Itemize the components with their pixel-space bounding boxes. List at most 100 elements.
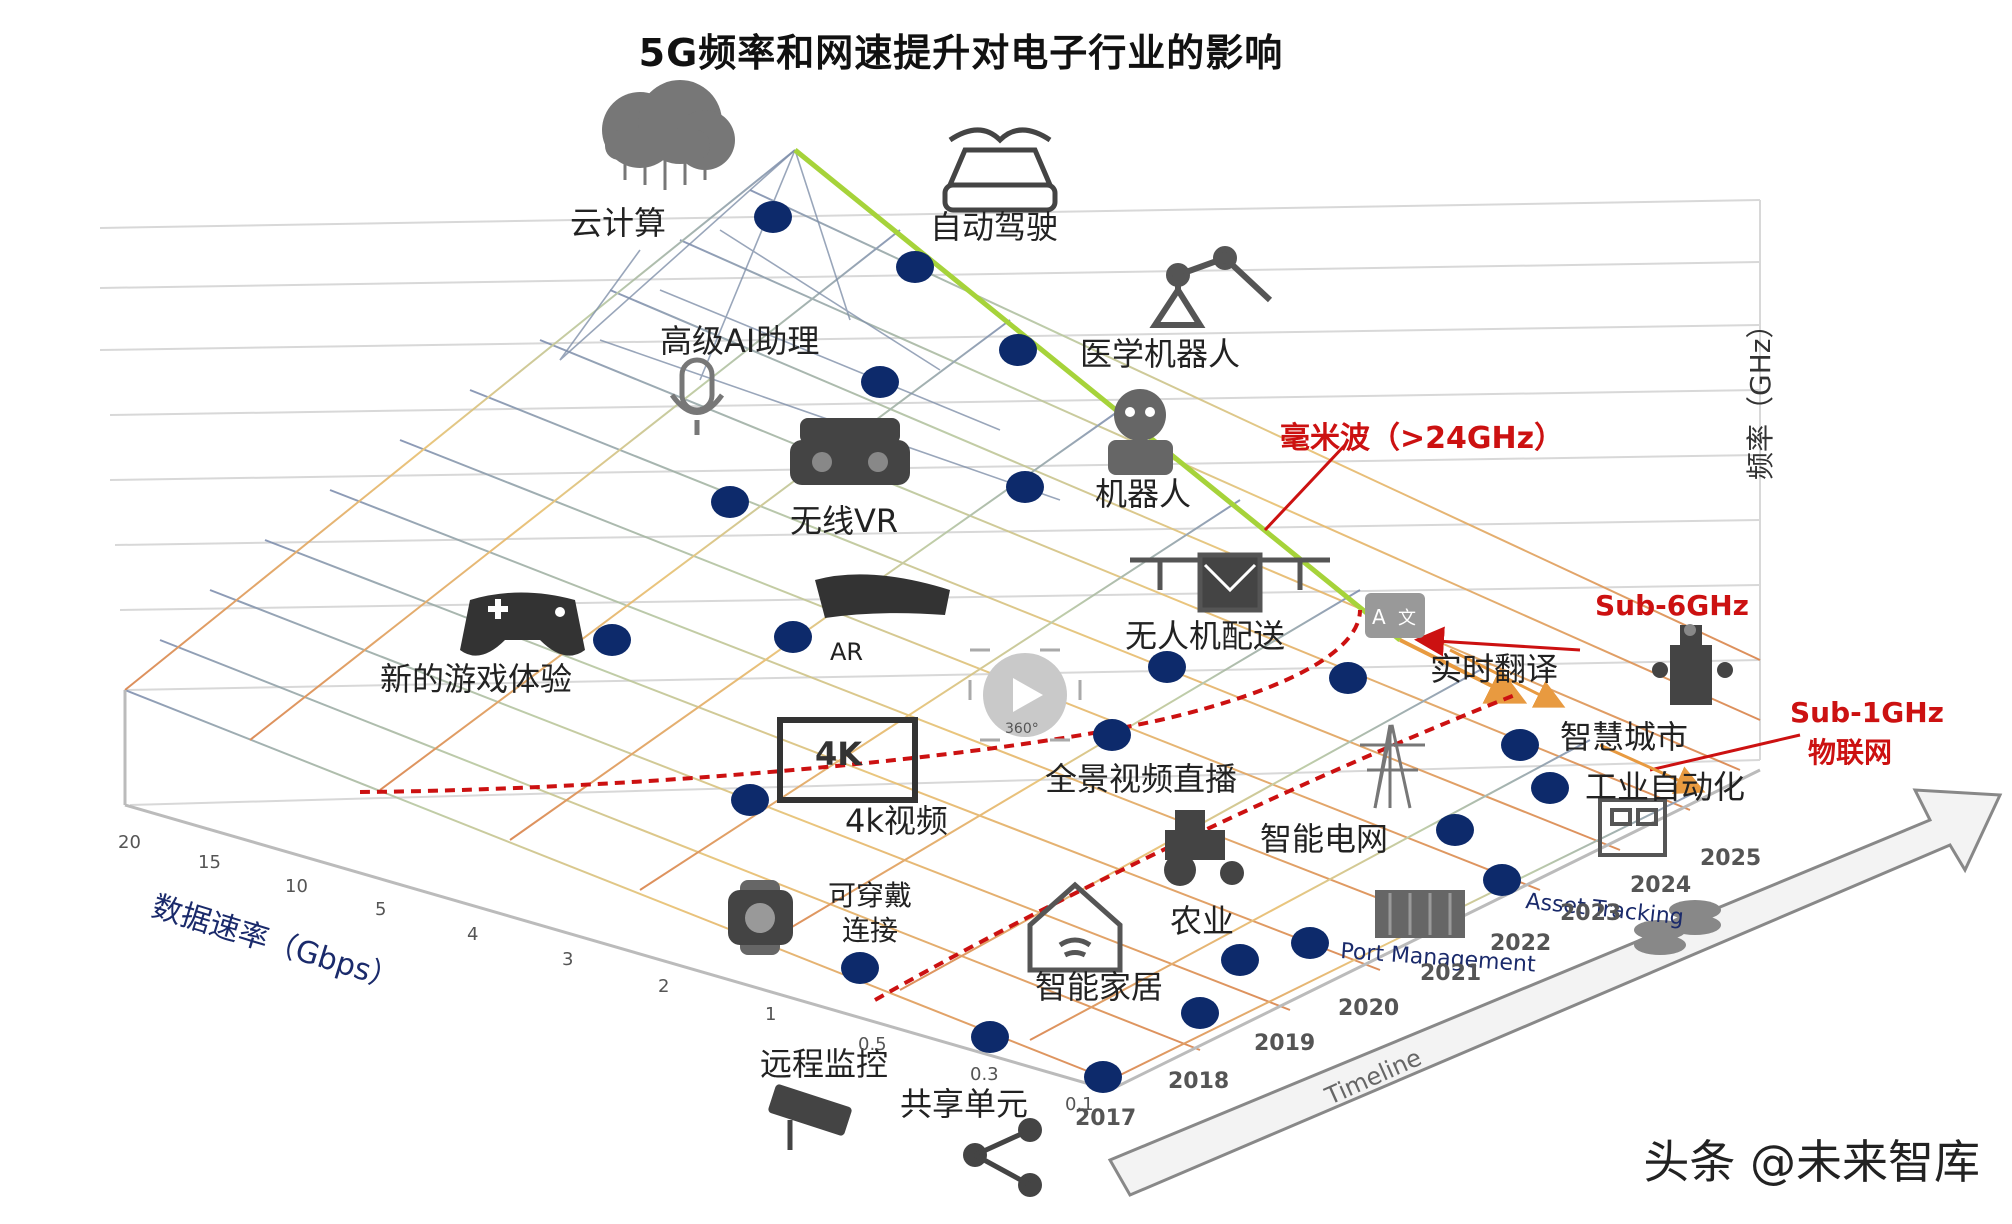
x-tick-8: 0.5 <box>858 1034 887 1055</box>
year-2017: 2017 <box>1075 1106 1136 1131</box>
x-tick-9: 0.3 <box>970 1064 999 1085</box>
x-ticks: 20 15 10 5 4 3 2 1 0.5 0.3 0.1 <box>118 832 1094 1115</box>
label-drone: 无人机配送 <box>1125 617 1285 655</box>
dot-grid <box>1436 814 1474 846</box>
watermark: 头条 @未来智库 <box>1643 1135 1980 1189</box>
label-cloud: 云计算 <box>570 204 666 242</box>
translate-icon: A 文 <box>1365 593 1425 638</box>
dot-game <box>593 624 631 656</box>
dot-remote <box>971 1021 1009 1053</box>
label-grid: 智能电网 <box>1260 820 1388 858</box>
dot-4k <box>731 784 769 816</box>
label-ai: 高级AI助理 <box>660 322 819 360</box>
sub1-pointer <box>1649 733 1801 772</box>
dot-drone <box>1148 651 1186 683</box>
robot-icon <box>1108 389 1173 475</box>
dot-city <box>1501 729 1539 761</box>
year-2023: 2023 <box>1560 901 1621 926</box>
x-tick-4: 4 <box>467 924 478 945</box>
label-wearable-2: 连接 <box>842 914 898 947</box>
diagram-title: 5G频率和网速提升对电子行业的影响 <box>638 31 1284 75</box>
vr-headset-icon <box>790 418 910 485</box>
x-tick-0: 20 <box>118 832 141 853</box>
label-game: 新的游戏体验 <box>380 660 572 698</box>
dot-sharing <box>1084 1061 1122 1093</box>
dot-autonomous <box>896 251 934 283</box>
x-axis-label: 数据速率（Gbps） <box>148 889 404 998</box>
dot-home <box>1181 997 1219 1029</box>
application-dots <box>593 201 1569 1093</box>
gamepad-icon <box>460 592 585 656</box>
car-icon <box>942 127 1058 213</box>
svg-text:A: A <box>1372 605 1386 629</box>
container-icon <box>1375 890 1465 938</box>
dot-agri <box>1221 944 1259 976</box>
dot-industrial <box>1531 772 1569 804</box>
label-home: 智能家居 <box>1035 968 1163 1006</box>
dot-robot <box>1006 471 1044 503</box>
peak-mesh <box>559 149 1061 501</box>
dot-asset <box>1483 864 1521 896</box>
year-2019: 2019 <box>1254 1031 1315 1056</box>
dot-ar <box>774 621 812 653</box>
house-icon <box>1027 881 1123 973</box>
band-sub6-label: Sub-6GHz <box>1595 589 1749 622</box>
year-2021: 2021 <box>1420 961 1481 986</box>
x-tick-7: 1 <box>765 1004 776 1025</box>
x-tick-5: 3 <box>562 949 573 970</box>
coins-icon <box>1634 900 1721 955</box>
ar-glasses-icon <box>815 574 950 618</box>
tv-4k-icon: 4K <box>777 717 918 803</box>
sub6-arrow <box>1414 626 1581 657</box>
city-arrow <box>1599 743 1706 794</box>
label-city: 智慧城市 <box>1560 718 1688 756</box>
label-robot: 机器人 <box>1095 475 1191 513</box>
cloud-icon <box>602 80 735 190</box>
y-axis-label: 频率（GHz） <box>1744 311 1777 480</box>
smartwatch-icon <box>728 880 793 955</box>
label-medical: 医学机器人 <box>1080 335 1240 373</box>
sub6-dashed-curve <box>359 609 1362 794</box>
label-autonomous: 自动驾驶 <box>930 208 1058 246</box>
label-agri: 农业 <box>1170 902 1234 940</box>
dot-vr <box>711 486 749 518</box>
translation-arrow <box>1449 648 1566 708</box>
year-ticks: 2017 2018 2019 2020 2021 2022 2023 2024 … <box>1075 846 1761 1131</box>
label-industrial: 工业自动化 <box>1585 768 1745 806</box>
x-tick-3: 5 <box>375 899 386 920</box>
dot-ai <box>861 366 899 398</box>
video-360-text: 360° <box>1005 721 1039 737</box>
x-tick-1: 15 <box>198 852 221 873</box>
year-2024: 2024 <box>1630 873 1691 898</box>
x-tick-2: 10 <box>285 876 308 897</box>
tractor-icon <box>1164 810 1244 886</box>
application-labels: 云计算 自动驾驶 高级AI助理 医学机器人 无线VR 机器人 新的游戏体验 AR… <box>380 204 1745 1123</box>
drone-icon <box>1130 552 1330 613</box>
dot-medical <box>999 334 1037 366</box>
dot-wearable <box>841 952 879 984</box>
year-2018: 2018 <box>1168 1069 1229 1094</box>
smart-city-icon <box>1652 624 1733 705</box>
dot-port <box>1291 927 1329 959</box>
security-camera-icon <box>768 1084 852 1150</box>
factory-icon <box>1598 798 1667 857</box>
timeline-arrow <box>1107 788 2003 1197</box>
label-panorama: 全景视频直播 <box>1045 760 1237 798</box>
dot-panorama <box>1093 719 1131 751</box>
label-sharing: 共享单元 <box>900 1085 1028 1123</box>
background-planes <box>99 199 1761 806</box>
share-icon <box>963 1118 1042 1197</box>
label-translation: 实时翻译 <box>1430 650 1558 688</box>
band-sub1-label-1: Sub-1GHz <box>1790 696 1944 729</box>
year-2022: 2022 <box>1490 931 1551 956</box>
dot-cloud <box>754 201 792 233</box>
x-tick-6: 2 <box>658 976 669 997</box>
label-vr: 无线VR <box>790 502 898 540</box>
label-wearable-1: 可穿戴 <box>828 879 912 912</box>
band-sub1-label-2: 物联网 <box>1808 736 1892 769</box>
svg-text:文: 文 <box>1398 608 1416 629</box>
label-ar: AR <box>830 638 863 666</box>
label-4k: 4k视频 <box>845 802 948 840</box>
